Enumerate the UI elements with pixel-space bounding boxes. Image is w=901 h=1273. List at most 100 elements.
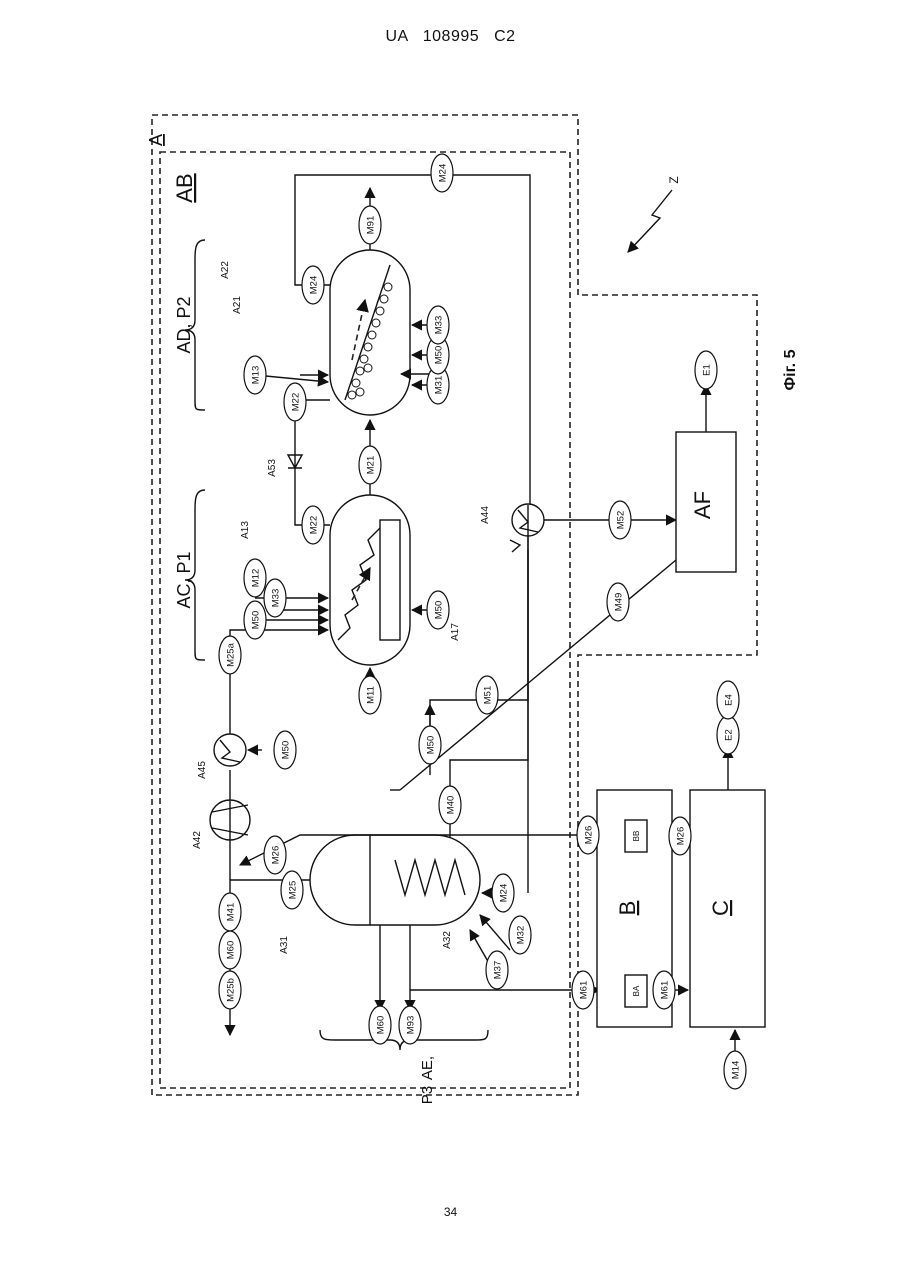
stream-m22-r: M22 xyxy=(284,383,306,421)
label-a31: A31 xyxy=(279,936,290,954)
stream-label: M52 xyxy=(616,511,627,529)
stream-label: M24 xyxy=(438,164,449,182)
box-c-label: C xyxy=(708,900,733,916)
stream-label: M61 xyxy=(660,981,671,999)
reactor-ad xyxy=(330,250,410,415)
stream-label: M50 xyxy=(281,741,292,759)
stream-label: E2 xyxy=(724,729,735,741)
stream-label: M21 xyxy=(366,456,377,474)
stream-m93: M93 xyxy=(399,1006,421,1044)
region-p3-label: P3 xyxy=(419,1086,436,1104)
stream-m25a: M25a xyxy=(219,636,241,674)
stream-m40: M40 xyxy=(439,786,461,824)
page-number: 34 xyxy=(0,1205,901,1219)
stream-m24-b: M24 xyxy=(492,874,514,912)
stream-label: E4 xyxy=(724,694,735,706)
region-ad-label: AD, P2 xyxy=(174,296,194,353)
stream-m12: M12 xyxy=(244,559,266,597)
stream-e1: E1 xyxy=(695,351,717,389)
stream-label: M33 xyxy=(271,589,282,607)
stream-m11: M11 xyxy=(359,676,381,714)
stream-e4: E4 xyxy=(717,681,739,719)
stream-label: M40 xyxy=(446,796,457,814)
label-a45: A45 xyxy=(197,761,208,779)
stream-label: M24 xyxy=(499,884,510,902)
stream-m13: M13 xyxy=(244,356,266,394)
region-ab-label: AB xyxy=(172,173,197,202)
stream-label: E1 xyxy=(702,364,713,376)
stream-label: M49 xyxy=(614,593,625,611)
stream-m25: M25 xyxy=(281,871,303,909)
stream-label: M26 xyxy=(271,846,282,864)
stream-label: M91 xyxy=(366,216,377,234)
stream-label: M25 xyxy=(288,881,299,899)
stream-label: M50 xyxy=(434,601,445,619)
label-a22: A22 xyxy=(220,261,231,279)
label-a13: A13 xyxy=(240,521,251,539)
stream-m91: M91 xyxy=(359,206,381,244)
stream-label: M61 xyxy=(579,981,590,999)
heat-exchanger-a45 xyxy=(214,734,246,766)
stream-label: M37 xyxy=(493,961,504,979)
z-arrow xyxy=(628,190,672,252)
z-label: Z xyxy=(667,176,681,183)
stream-m32: M32 xyxy=(509,916,531,954)
stream-label: M12 xyxy=(251,569,262,587)
stream-m26-bb: M26 xyxy=(669,817,691,855)
stream-m60-b: M60 xyxy=(369,1006,391,1044)
label-a32: A32 xyxy=(442,931,453,949)
label-a17: A17 xyxy=(450,623,461,641)
stream-m61-r: M61 xyxy=(653,971,675,1009)
stream-label: M41 xyxy=(226,903,237,921)
stream-label: M50 xyxy=(426,736,437,754)
stream-label: M50 xyxy=(251,611,262,629)
stream-m50-drop: M50 xyxy=(419,726,441,764)
stream-m21: M21 xyxy=(359,446,381,484)
stream-label: M50 xyxy=(434,346,445,364)
label-a44: A44 xyxy=(480,506,491,524)
stream-m24-top: M24 xyxy=(431,154,453,192)
stream-m49: M49 xyxy=(607,583,629,621)
stream-label: M22 xyxy=(309,516,320,534)
stream-m37: M37 xyxy=(486,951,508,989)
stream-label: M51 xyxy=(483,686,494,704)
box-ba-label: BA xyxy=(632,985,641,996)
stream-m50-l: M50 xyxy=(244,601,266,639)
stream-m51: M51 xyxy=(476,676,498,714)
stream-m33-r: M33 xyxy=(427,306,449,344)
stream-label: M13 xyxy=(251,366,262,384)
stream-label: M93 xyxy=(406,1016,417,1034)
stream-label: M60 xyxy=(376,1016,387,1034)
stream-m24-r: M24 xyxy=(302,266,324,304)
label-a21: A21 xyxy=(232,296,243,314)
box-b-label: B xyxy=(615,901,640,916)
stream-label: M14 xyxy=(731,1061,742,1079)
stream-label: M25a xyxy=(226,642,237,666)
box-af-label: AF xyxy=(690,491,715,519)
stream-m25b: M25b xyxy=(219,971,241,1009)
box-bb-label: BB xyxy=(632,831,641,842)
stream-m60-l: M60 xyxy=(219,931,241,969)
label-a42: A42 xyxy=(192,831,203,849)
stream-m33-l: M33 xyxy=(264,579,286,617)
stream-m26-l: M26 xyxy=(264,836,286,874)
stream-label: M60 xyxy=(226,941,237,959)
stream-m22-l: M22 xyxy=(302,506,324,544)
stream-label: M32 xyxy=(516,926,527,944)
stream-m52: M52 xyxy=(609,501,631,539)
region-ac-label: AC, P1 xyxy=(174,551,194,608)
figure-caption: Фіг. 5 xyxy=(782,349,799,390)
stream-m61-l: M61 xyxy=(572,971,594,1009)
stream-label: M22 xyxy=(291,393,302,411)
region-ae-label: AE, xyxy=(419,1056,436,1080)
stream-label: M33 xyxy=(434,316,445,334)
stream-e2: E2 xyxy=(717,716,739,754)
stream-m50-a45: M50 xyxy=(274,731,296,769)
stream-label: M26 xyxy=(676,827,687,845)
tank-a31 xyxy=(310,835,480,925)
stream-m50-bot: M50 xyxy=(427,591,449,629)
stream-m26-b: M26 xyxy=(577,816,599,854)
stream-label: M26 xyxy=(584,826,595,844)
stream-m14: M14 xyxy=(724,1051,746,1089)
